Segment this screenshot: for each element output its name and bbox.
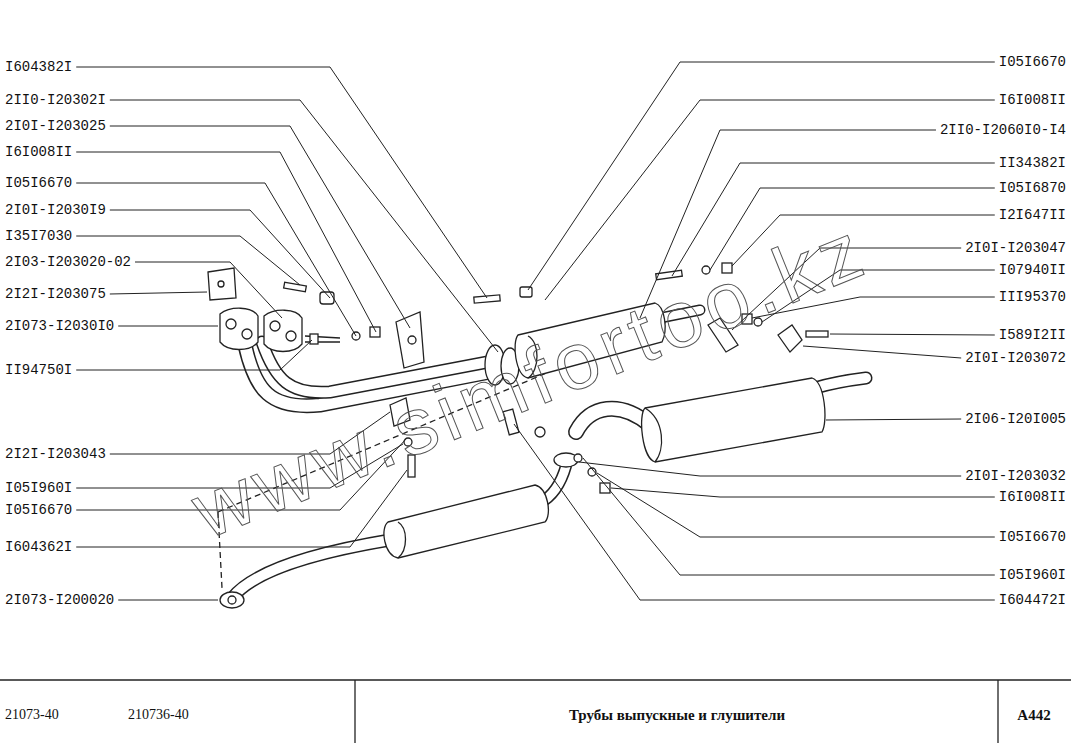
leader-line bbox=[110, 210, 330, 298]
part-number: 2II0-I2060I0-I4 bbox=[940, 121, 1066, 139]
part-number: 2I0I-I203047 bbox=[965, 239, 1066, 257]
leader-line bbox=[583, 458, 995, 575]
leader-line bbox=[110, 100, 498, 352]
part-number: 2I073-I2030I0 bbox=[5, 317, 114, 335]
table-cell: A442 bbox=[1017, 706, 1050, 724]
part-number: 2I0I-I203025 bbox=[5, 117, 106, 135]
leader-line bbox=[826, 419, 961, 420]
part-number: I05I6670 bbox=[999, 528, 1066, 546]
part-number: I05I960I bbox=[5, 479, 72, 497]
part-number: I604472I bbox=[999, 591, 1066, 609]
leader-line bbox=[110, 292, 207, 294]
part-number: III95370 bbox=[999, 288, 1066, 306]
leader-line bbox=[76, 152, 376, 332]
part-number: 2I073-I200020 bbox=[5, 591, 114, 609]
leader-line bbox=[135, 262, 282, 318]
part-number: 2I2I-I203043 bbox=[5, 445, 106, 463]
part-number: I2I647II bbox=[999, 206, 1066, 224]
leader-line bbox=[611, 488, 995, 497]
leader-line bbox=[118, 326, 218, 327]
leader-line bbox=[110, 126, 410, 328]
part-number: I6I008II bbox=[5, 143, 72, 161]
part-number: 2I06-I20I005 bbox=[965, 410, 1066, 428]
part-number: I35I7030 bbox=[5, 227, 72, 245]
table-cell: 21073-40 bbox=[5, 706, 59, 724]
part-number: I05I6670 bbox=[5, 174, 72, 192]
part-number: I07940II bbox=[999, 261, 1066, 279]
part-number: II34382I bbox=[999, 154, 1066, 172]
part-number: I604362I bbox=[5, 538, 72, 556]
leader-line bbox=[597, 473, 995, 537]
part-number: 2I0I-I203032 bbox=[965, 467, 1066, 485]
part-number: I05I6670 bbox=[999, 53, 1066, 71]
part-number: I05I6870 bbox=[999, 179, 1066, 197]
leader-line bbox=[579, 462, 961, 476]
part-number: 2I03-I203020-02 bbox=[5, 253, 131, 271]
table-cell: 210736-40 bbox=[128, 706, 189, 724]
part-number: I6I008II bbox=[999, 91, 1066, 109]
leader-line bbox=[514, 424, 995, 600]
leader-line bbox=[830, 334, 995, 335]
part-number: I589I2II bbox=[999, 326, 1066, 344]
part-number: II94750I bbox=[5, 361, 72, 379]
part-number: 2I0I-I2030I9 bbox=[5, 201, 106, 219]
part-number: I05I6670 bbox=[5, 501, 72, 519]
title: Трубы выпускные и глушители bbox=[569, 706, 785, 724]
part-number: 2II0-I20302I bbox=[5, 91, 106, 109]
part-number: I604382I bbox=[5, 58, 72, 76]
part-number: I6I008II bbox=[999, 488, 1066, 506]
leader-line bbox=[76, 340, 312, 370]
part-number: I05I960I bbox=[999, 566, 1066, 584]
part-number: 2I0I-I203072 bbox=[965, 349, 1066, 367]
part-number: 2I2I-I203075 bbox=[5, 285, 106, 303]
leader-line bbox=[803, 346, 961, 358]
leader-line bbox=[118, 600, 218, 601]
